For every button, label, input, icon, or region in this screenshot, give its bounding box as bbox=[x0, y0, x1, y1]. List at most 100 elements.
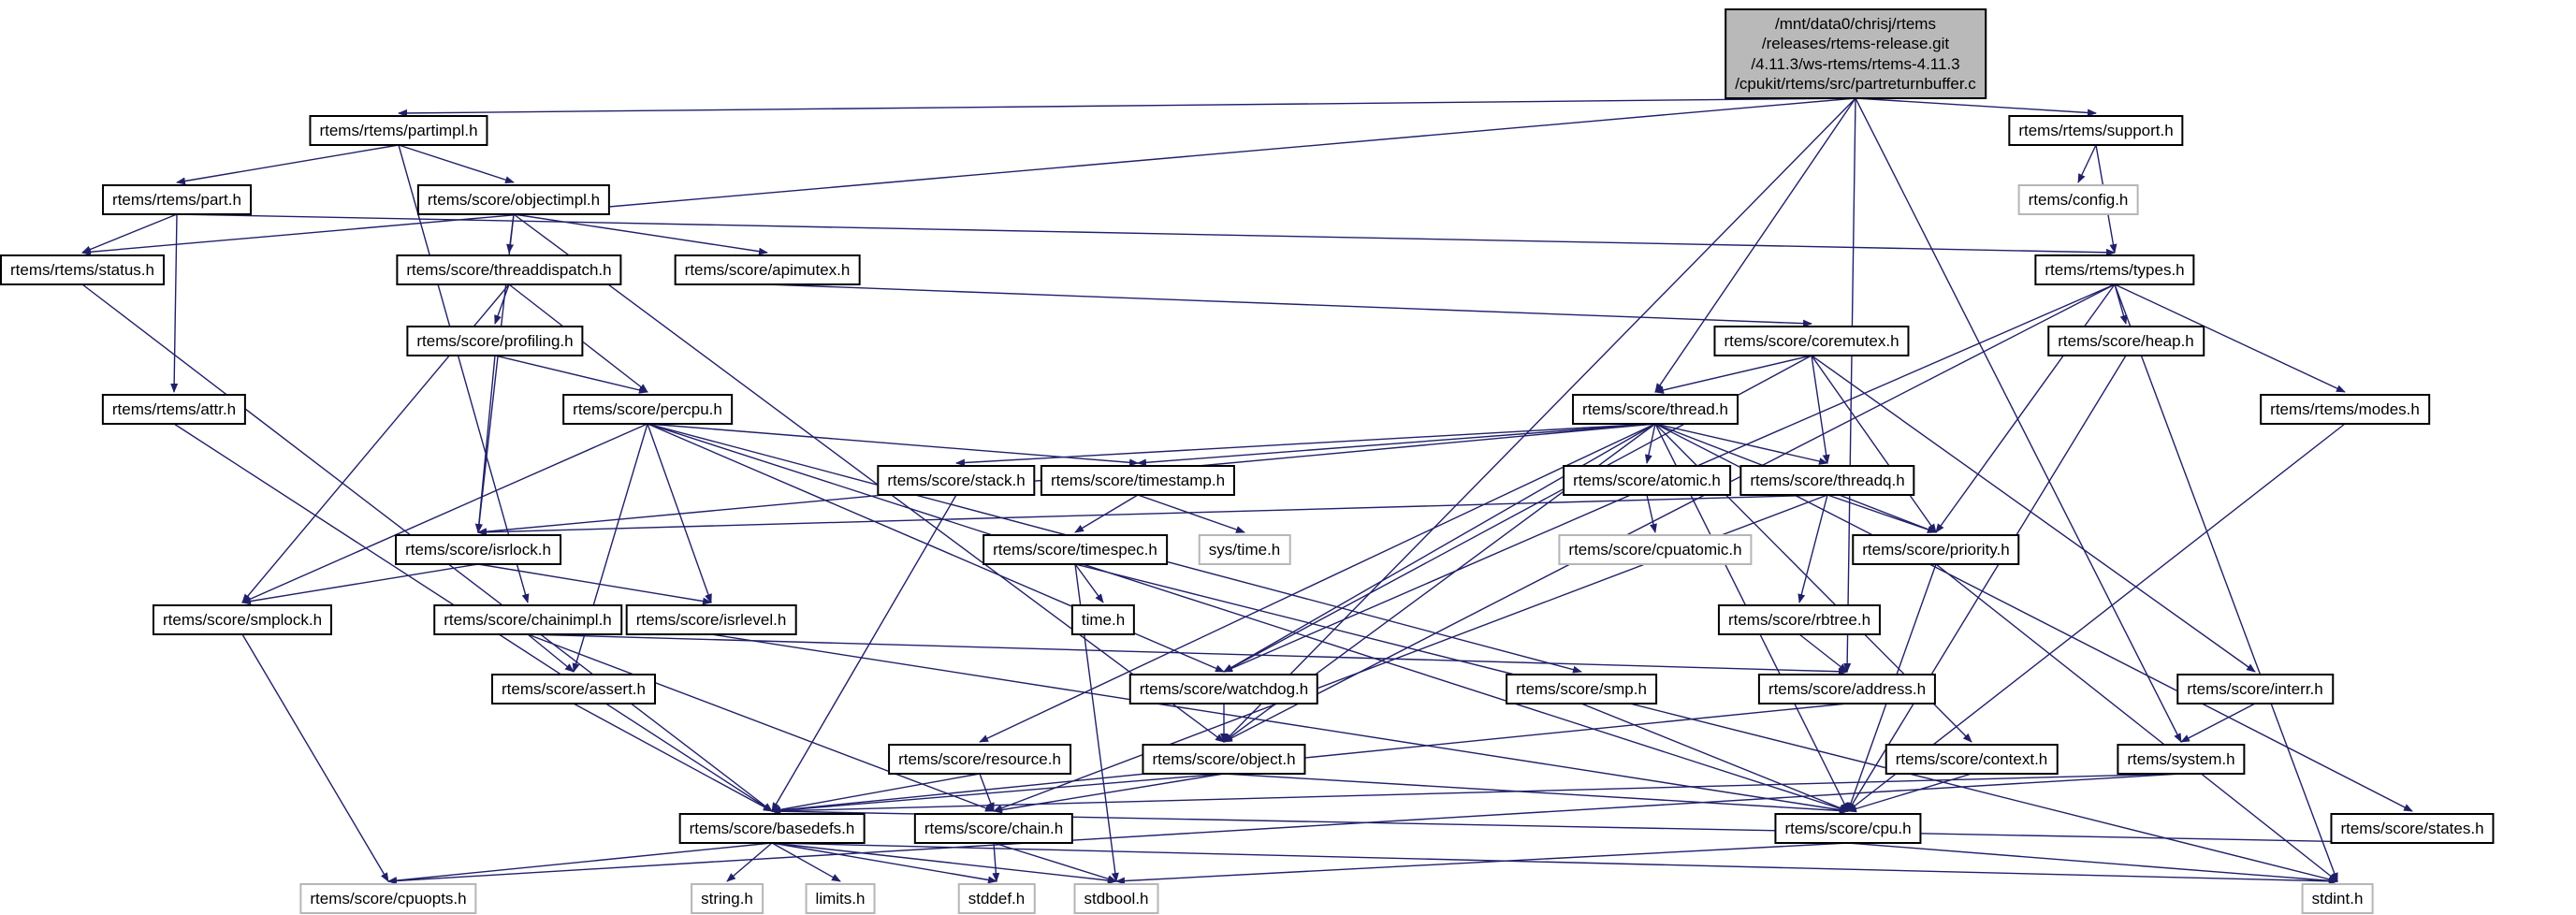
graph-node-chainimpl[interactable]: rtems/score/chainimpl.h bbox=[433, 604, 622, 636]
include-edge-timestamp-to-systime bbox=[1137, 494, 1245, 533]
include-edge-cpu-to-stdbool bbox=[1115, 842, 1849, 885]
graph-node-context[interactable]: rtems/score/context.h bbox=[1885, 744, 2059, 776]
graph-node-isrlock[interactable]: rtems/score/isrlock.h bbox=[395, 534, 561, 566]
graph-node-states[interactable]: rtems/score/states.h bbox=[2330, 813, 2495, 845]
graph-node-time[interactable]: time.h bbox=[1070, 604, 1136, 636]
include-edge-threadq-to-isrlock bbox=[477, 494, 1828, 536]
include-edge-objectimpl-to-apimutex bbox=[513, 213, 768, 255]
graph-node-string: string.h bbox=[691, 883, 764, 915]
include-edge-coremutex-to-interr bbox=[1811, 355, 2256, 673]
graph-node-smplock[interactable]: rtems/score/smplock.h bbox=[152, 604, 333, 636]
include-edge-part-to-status bbox=[81, 213, 178, 254]
include-edge-basedefs-to-stdint bbox=[771, 842, 2338, 885]
include-edge-basedefs-to-stddef bbox=[771, 842, 997, 884]
graph-node-atomic[interactable]: rtems/score/atomic.h bbox=[1563, 465, 1731, 497]
graph-node-address[interactable]: rtems/score/address.h bbox=[1757, 674, 1937, 705]
graph-node-watchdog[interactable]: rtems/score/watchdog.h bbox=[1128, 674, 1319, 705]
graph-node-stack[interactable]: rtems/score/stack.h bbox=[877, 465, 1036, 497]
graph-node-object[interactable]: rtems/score/object.h bbox=[1142, 744, 1306, 776]
include-edge-coremutex-to-threadq bbox=[1811, 355, 1830, 464]
include-edge-cpu-to-stdint bbox=[1847, 842, 2338, 885]
graph-node-coremutex[interactable]: rtems/score/coremutex.h bbox=[1713, 326, 1910, 357]
graph-node-config: rtems/config.h bbox=[2017, 184, 2139, 216]
include-edge-apimutex-to-coremutex bbox=[766, 283, 1812, 327]
graph-node-apimutex[interactable]: rtems/score/apimutex.h bbox=[674, 254, 861, 286]
graph-node-objectimpl[interactable]: rtems/score/objectimpl.h bbox=[416, 184, 611, 216]
include-edge-interr-to-system bbox=[2180, 703, 2256, 743]
graph-node-rbtree[interactable]: rtems/score/rbtree.h bbox=[1717, 604, 1882, 636]
include-edge-isrlock-to-isrlevel bbox=[477, 563, 712, 605]
include-edge-thread-to-resource bbox=[979, 423, 1656, 743]
include-edge-object-to-chain bbox=[993, 773, 1225, 814]
include-edge-types-to-modes bbox=[2114, 283, 2346, 393]
include-edge-isrlock-to-smplock bbox=[241, 563, 479, 605]
graph-node-smp[interactable]: rtems/score/smp.h bbox=[1506, 674, 1657, 705]
include-edge-stack-to-basedefs bbox=[771, 494, 957, 812]
graph-node-thread[interactable]: rtems/score/thread.h bbox=[1572, 394, 1739, 426]
include-edge-chain-to-stdbool bbox=[993, 842, 1117, 883]
graph-node-partimpl[interactable]: rtems/rtems/partimpl.h bbox=[309, 115, 488, 147]
include-edge-object-to-cpu bbox=[1223, 773, 1849, 815]
include-edge-priority-to-stdint bbox=[1935, 563, 2338, 882]
graph-node-interr[interactable]: rtems/score/interr.h bbox=[2176, 674, 2334, 705]
include-edge-atomic-to-cpuatomic bbox=[1646, 494, 1657, 533]
graph-node-percpu[interactable]: rtems/score/percpu.h bbox=[562, 394, 733, 426]
graph-node-stdint: stdint.h bbox=[2301, 883, 2374, 915]
graph-node-chain[interactable]: rtems/score/chain.h bbox=[913, 813, 1074, 845]
graph-node-resource[interactable]: rtems/score/resource.h bbox=[888, 744, 1071, 776]
graph-node-basedefs[interactable]: rtems/score/basedefs.h bbox=[678, 813, 866, 845]
include-edge-resource-to-basedefs bbox=[771, 773, 981, 814]
include-edge-objectimpl-to-object bbox=[513, 213, 1225, 743]
graph-node-main: /mnt/data0/chrisj/rtems/releases/rtems-r… bbox=[1725, 8, 1987, 99]
graph-node-support[interactable]: rtems/rtems/support.h bbox=[2008, 115, 2184, 147]
include-edge-types-to-priority bbox=[1935, 283, 2116, 533]
graph-node-system[interactable]: rtems/system.h bbox=[2117, 744, 2246, 776]
graph-node-part[interactable]: rtems/rtems/part.h bbox=[102, 184, 252, 216]
graph-node-threaddispatch[interactable]: rtems/score/threaddispatch.h bbox=[396, 254, 622, 286]
include-edge-percpu-to-cpu bbox=[647, 423, 1849, 813]
include-edge-partimpl-to-objectimpl bbox=[398, 144, 515, 184]
graph-node-cpu[interactable]: rtems/score/cpu.h bbox=[1774, 813, 1922, 845]
root-file-path-line: /releases/rtems-release.git bbox=[1761, 35, 1950, 53]
include-edge-types-to-stdint bbox=[2114, 283, 2338, 882]
include-edge-system-to-basedefs bbox=[771, 773, 2182, 815]
include-edge-partimpl-to-part bbox=[176, 144, 400, 185]
graph-node-systime: sys/time.h bbox=[1198, 534, 1291, 566]
root-file-path-line: /mnt/data0/chrisj/rtems bbox=[1775, 15, 1936, 33]
graph-node-assert[interactable]: rtems/score/assert.h bbox=[491, 674, 656, 705]
include-edge-part-to-attr bbox=[170, 213, 179, 393]
include-edge-threaddispatch-to-profiling bbox=[494, 283, 510, 325]
graph-node-threadq[interactable]: rtems/score/threadq.h bbox=[1739, 465, 1915, 497]
graph-node-modes[interactable]: rtems/rtems/modes.h bbox=[2260, 394, 2430, 426]
include-edge-heap-to-cpu bbox=[1847, 355, 2127, 812]
root-file-path-line: /4.11.3/ws-rtems/rtems-4.11.3 bbox=[1751, 54, 1960, 73]
graph-node-isrlevel[interactable]: rtems/score/isrlevel.h bbox=[625, 604, 797, 636]
graph-node-timestamp[interactable]: rtems/score/timestamp.h bbox=[1040, 465, 1236, 497]
graph-node-heap[interactable]: rtems/score/heap.h bbox=[2047, 326, 2205, 357]
graph-node-status[interactable]: rtems/rtems/status.h bbox=[0, 254, 165, 286]
include-edge-address-to-basedefs bbox=[771, 703, 1848, 815]
graph-node-types[interactable]: rtems/rtems/types.h bbox=[2034, 254, 2195, 286]
include-edge-partimpl-to-chainimpl bbox=[398, 144, 530, 603]
include-edge-basedefs-to-string bbox=[726, 842, 773, 882]
graph-node-limits: limits.h bbox=[805, 883, 876, 915]
graph-node-profiling[interactable]: rtems/score/profiling.h bbox=[406, 326, 584, 357]
include-edge-percpu-to-timestamp bbox=[647, 423, 1139, 467]
include-edge-smp-to-cpu bbox=[1580, 703, 1849, 812]
include-edge-system-to-cpuopts bbox=[387, 773, 2182, 885]
include-edge-object-to-basedefs bbox=[771, 773, 1225, 815]
root-file-path-line: /cpukit/rtems/src/partreturnbuffer.c bbox=[1735, 74, 1976, 93]
include-edge-coremutex-to-thread bbox=[1654, 355, 1812, 394]
include-edge-objectimpl-to-threaddispatch bbox=[506, 213, 515, 254]
graph-node-timespec[interactable]: rtems/score/timespec.h bbox=[982, 534, 1168, 566]
graph-node-stddef: stddef.h bbox=[957, 883, 1036, 915]
include-edge-main-to-address bbox=[1843, 97, 1856, 673]
include-edge-percpu-to-smplock bbox=[241, 423, 648, 603]
graph-node-priority[interactable]: rtems/score/priority.h bbox=[1852, 534, 2020, 566]
include-edge-basedefs-to-stdbool bbox=[771, 842, 1117, 884]
include-edge-chainimpl-to-assert bbox=[527, 633, 575, 673]
include-edge-main-to-object bbox=[1223, 97, 1856, 743]
include-edge-thread-to-threadq bbox=[1654, 423, 1828, 465]
graph-node-attr[interactable]: rtems/rtems/attr.h bbox=[101, 394, 247, 426]
